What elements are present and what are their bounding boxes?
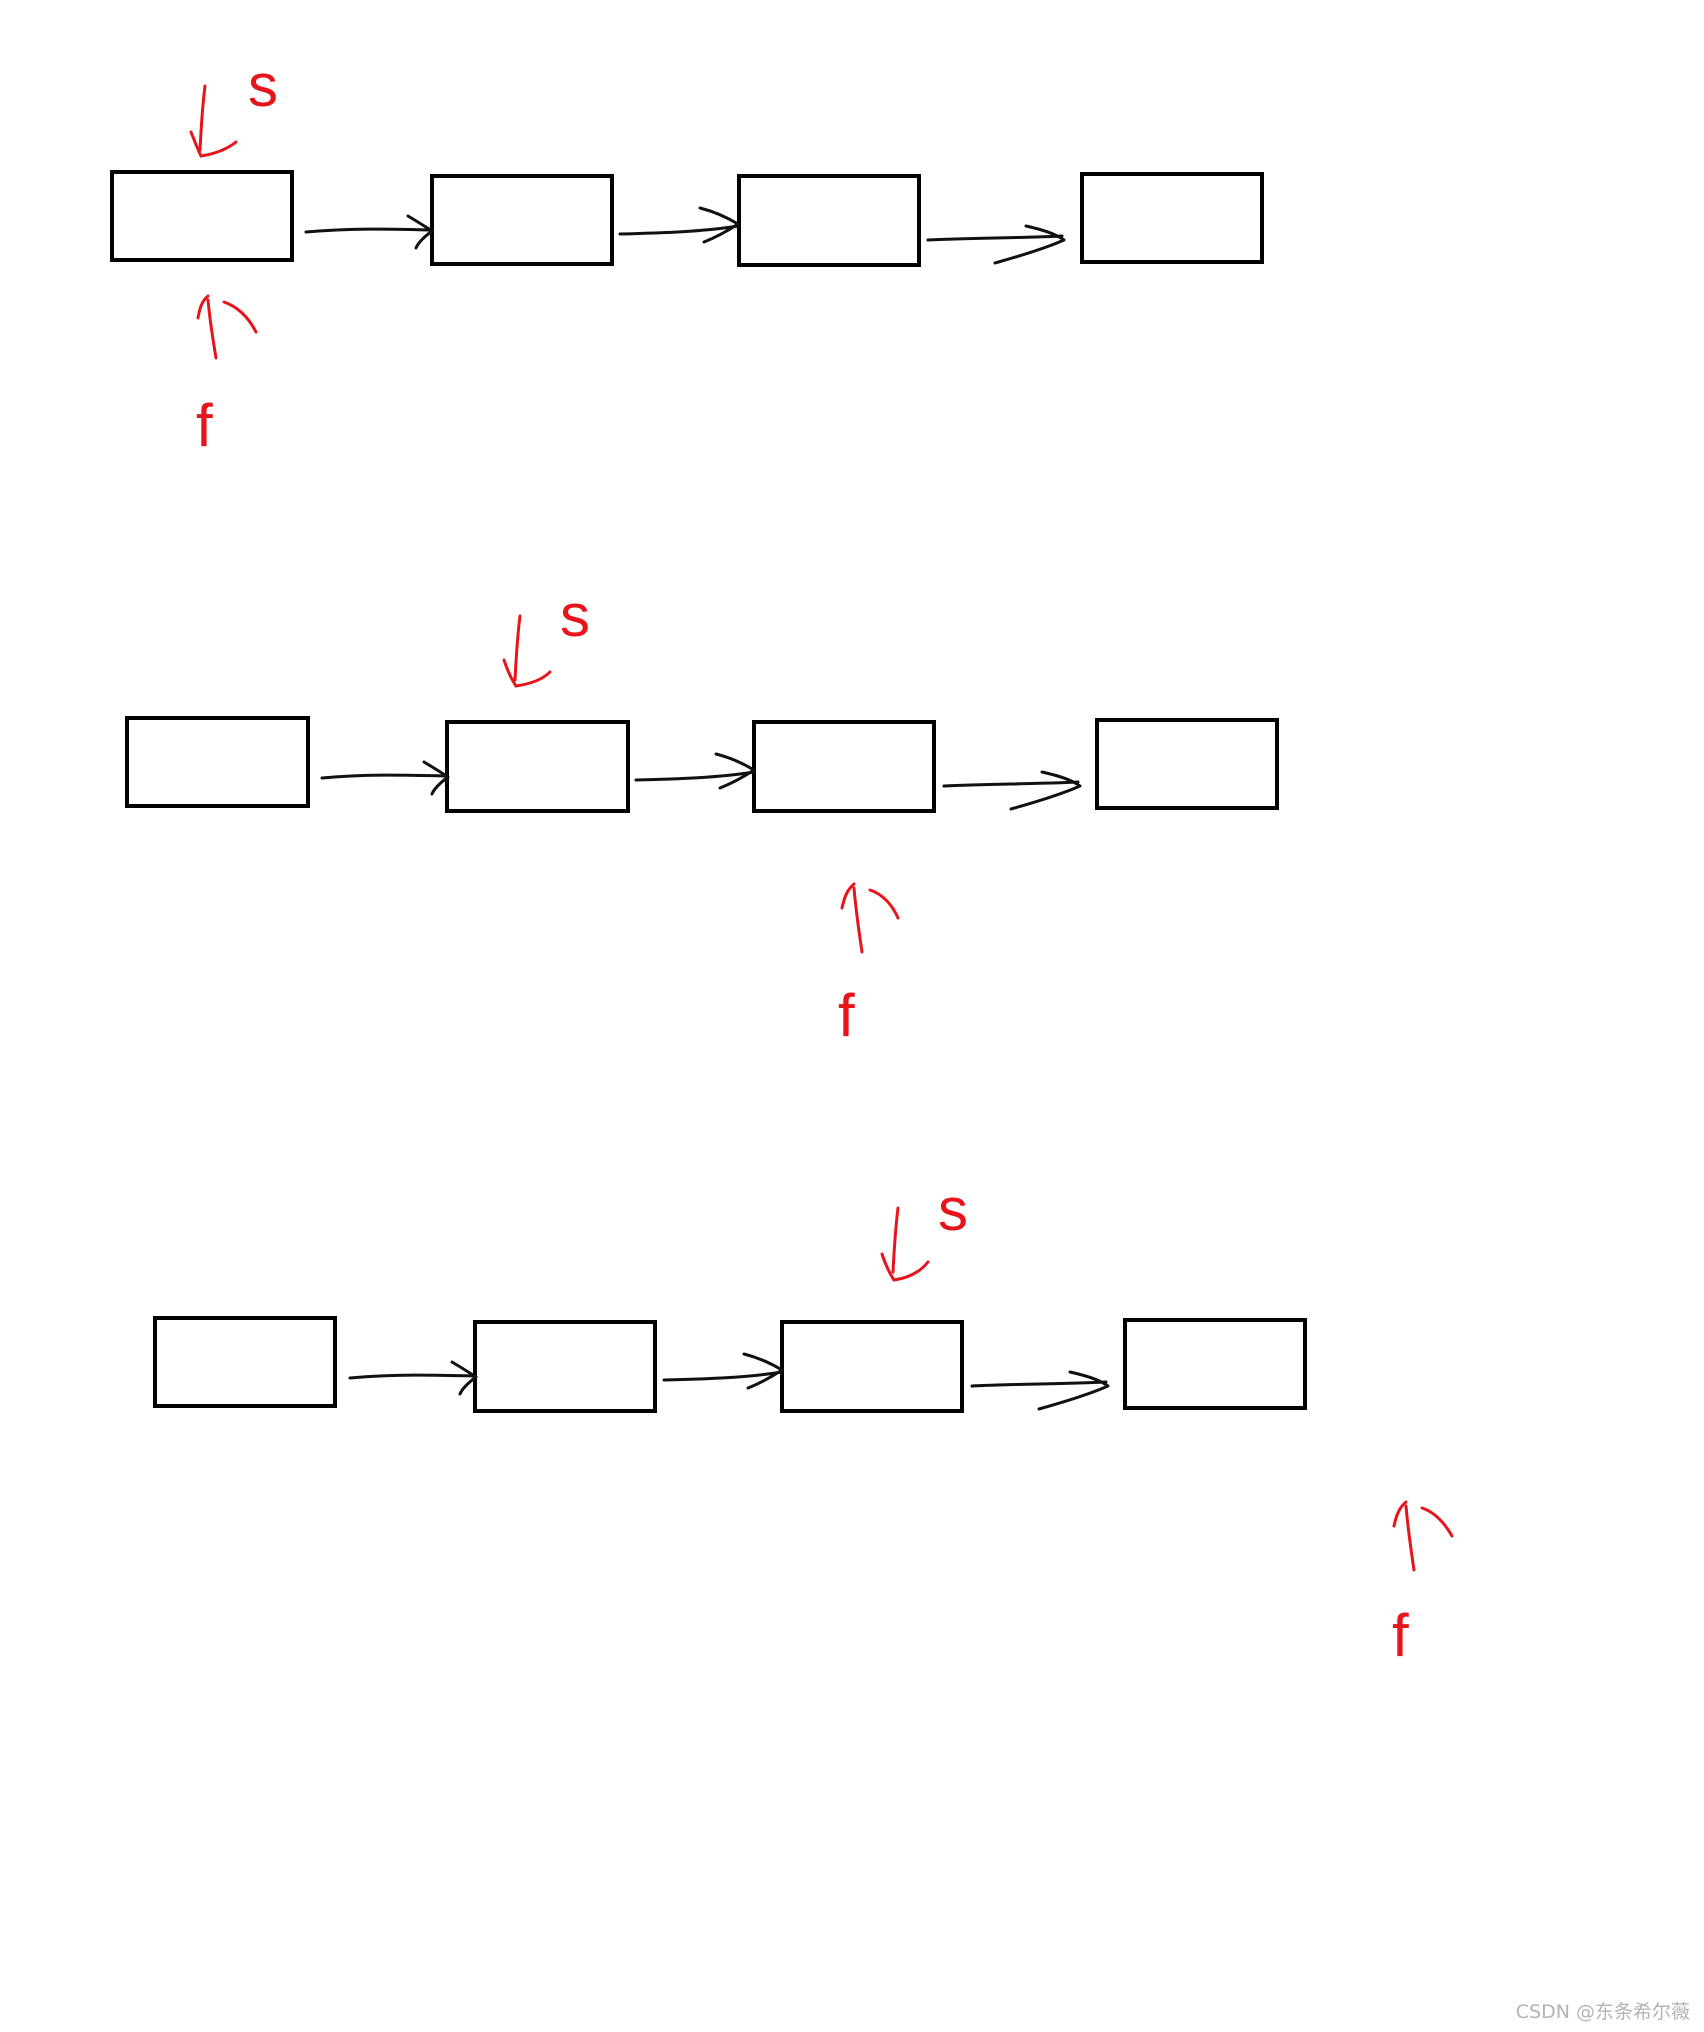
stage-1-link-2-arrow xyxy=(618,206,740,244)
stage-3: s f xyxy=(153,1176,1454,1669)
stage-2-node-4 xyxy=(1095,718,1279,810)
stage-1-slow-pointer: s xyxy=(189,52,278,158)
stage-2-node-2 xyxy=(445,720,630,813)
stage-3-slow-label: s xyxy=(938,1176,968,1243)
stage-2-links xyxy=(320,752,1082,811)
stage-3-link-1-arrow xyxy=(348,1360,478,1396)
watermark: CSDN @东条希尔薇 xyxy=(1515,2001,1690,2023)
stage-1-links xyxy=(304,206,1066,265)
stage-2-slow-arrow xyxy=(502,614,552,688)
stage-2-link-3-arrow xyxy=(942,770,1082,811)
stage-3-links xyxy=(348,1352,1110,1411)
stage-1: s f xyxy=(110,52,1264,459)
stage-3-link-2-arrow xyxy=(662,1352,784,1390)
stage-1-fast-label: f xyxy=(196,392,213,459)
stage-2-link-1-arrow xyxy=(320,760,450,796)
stage-2-link-2-arrow xyxy=(634,752,756,790)
stage-3-fast-pointer: f xyxy=(1392,1500,1454,1669)
stage-3-fast-label: f xyxy=(1392,1602,1409,1669)
stage-1-link-1-arrow xyxy=(304,214,434,250)
stage-1-node-3 xyxy=(737,174,921,267)
stage-1-fast-pointer: f xyxy=(196,294,258,459)
stage-2-fast-pointer: f xyxy=(838,882,900,1049)
stage-3-nodes xyxy=(153,1316,1307,1413)
stage-1-nodes xyxy=(110,170,1264,267)
stage-2-nodes xyxy=(125,716,1279,813)
stage-2-slow-label: s xyxy=(560,582,590,649)
stage-3-slow-arrow xyxy=(880,1206,930,1282)
stage-2: s f xyxy=(125,582,1279,1049)
stage-3-slow-pointer: s xyxy=(880,1176,968,1282)
stage-1-fast-arrow xyxy=(196,294,258,360)
stage-3-fast-arrow xyxy=(1392,1500,1454,1572)
stage-1-link-3-arrow xyxy=(926,224,1066,265)
stage-1-slow-arrow xyxy=(189,84,238,158)
stage-3-node-4 xyxy=(1123,1318,1307,1410)
stage-2-node-3 xyxy=(752,720,936,813)
stage-1-node-1 xyxy=(110,170,294,262)
stage-1-slow-label: s xyxy=(248,52,278,119)
stage-3-node-3 xyxy=(780,1320,964,1413)
stage-3-node-1 xyxy=(153,1316,337,1408)
stage-1-node-4 xyxy=(1080,172,1264,264)
stage-3-link-3-arrow xyxy=(970,1370,1110,1411)
stage-2-node-1 xyxy=(125,716,310,808)
stage-1-node-2 xyxy=(430,174,614,266)
stage-3-node-2 xyxy=(473,1320,657,1413)
stage-2-fast-arrow xyxy=(840,882,900,954)
stage-2-fast-label: f xyxy=(838,982,855,1049)
stage-2-slow-pointer: s xyxy=(502,582,590,688)
